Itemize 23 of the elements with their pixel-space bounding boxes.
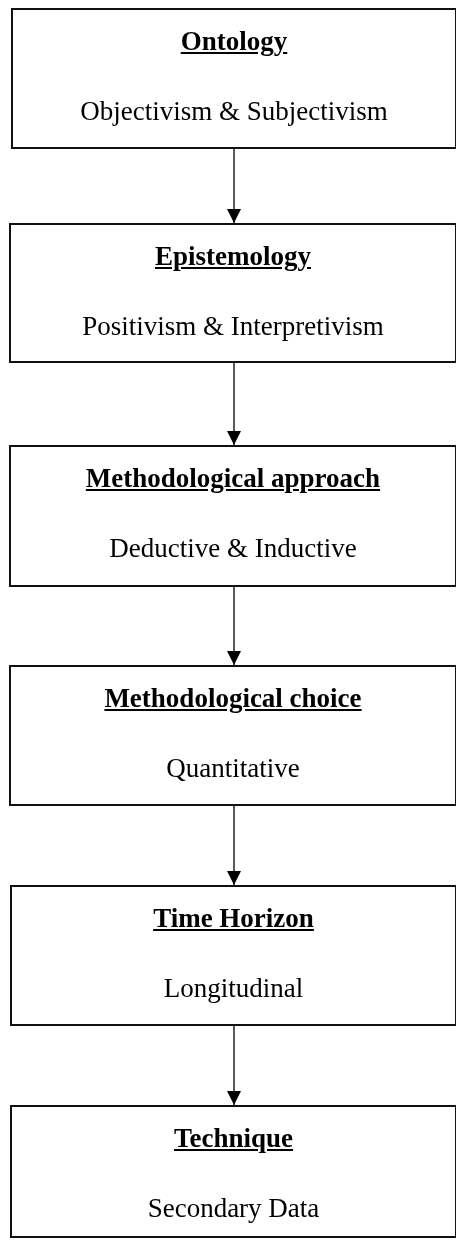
box-text: Objectivism & Subjectivism (79, 96, 389, 127)
arrow (227, 1025, 241, 1106)
box-heading: Epistemology (154, 241, 312, 272)
box-heading: Time Horizon (152, 903, 315, 934)
arrow (227, 362, 241, 446)
box-text: Positivism & Interpretivism (81, 311, 385, 342)
process-box (10, 1105, 456, 1238)
box-text: Quantitative (165, 753, 301, 784)
arrow (227, 805, 241, 886)
process-box (9, 223, 456, 363)
arrow (227, 148, 241, 224)
process-box (9, 445, 456, 587)
box-text: Secondary Data (146, 1193, 321, 1224)
box-heading: Ontology (179, 26, 289, 57)
process-box (11, 8, 456, 149)
process-box (9, 665, 456, 806)
arrow (227, 586, 241, 666)
box-text: Deductive & Inductive (108, 533, 358, 564)
box-text: Longitudinal (162, 973, 305, 1004)
box-heading: Technique (172, 1123, 295, 1154)
process-box (10, 885, 456, 1026)
box-heading: Methodological choice (103, 683, 363, 714)
box-heading: Methodological approach (84, 463, 382, 494)
